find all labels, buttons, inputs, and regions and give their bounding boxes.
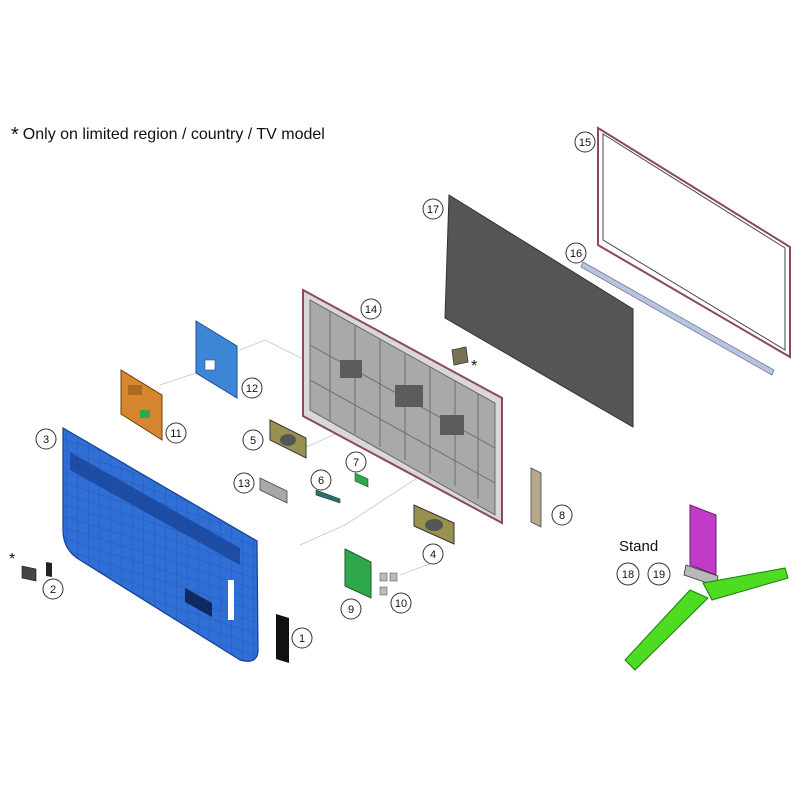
part-15-bezel-frame xyxy=(597,126,791,359)
part-10-connectors xyxy=(379,572,398,596)
part-3-rear-cover xyxy=(62,426,259,662)
part-optional-bracket xyxy=(451,346,469,366)
part-optional-clip xyxy=(21,565,37,582)
note-text: Only on limited region / country / TV mo… xyxy=(22,126,325,143)
callout-5-label: 5 xyxy=(250,435,256,447)
callout-16: 16 xyxy=(565,242,587,264)
callout-19: 19 xyxy=(647,562,671,586)
callout-19-label: 19 xyxy=(653,569,665,581)
callout-6: 6 xyxy=(310,469,332,491)
part-12-blue-board xyxy=(195,320,238,399)
callout-2-label: 2 xyxy=(50,584,56,596)
part-11-main-board xyxy=(120,369,163,441)
callout-17: 17 xyxy=(422,198,444,220)
callout-9-label: 9 xyxy=(348,604,354,616)
callout-4-label: 4 xyxy=(430,549,436,561)
callout-7-label: 7 xyxy=(353,457,359,469)
part-6-button-board xyxy=(315,489,341,504)
callout-12-label: 12 xyxy=(246,383,258,395)
callout-18: 18 xyxy=(616,562,640,586)
callout-10-label: 10 xyxy=(395,598,407,610)
callout-15-label: 15 xyxy=(579,137,591,149)
part-5-speaker-left xyxy=(269,419,307,459)
part-8-side-rail xyxy=(530,467,542,528)
callout-1-label: 1 xyxy=(299,633,305,645)
callout-1: 1 xyxy=(291,627,313,649)
part-13-small-board xyxy=(259,477,288,504)
part-7-green-board xyxy=(354,472,369,488)
callout-10: 10 xyxy=(390,592,412,614)
callout-15: 15 xyxy=(574,131,596,153)
callout-3-label: 3 xyxy=(43,434,49,446)
callout-13: 13 xyxy=(233,472,255,494)
callout-8: 8 xyxy=(551,504,573,526)
callout-6-label: 6 xyxy=(318,475,324,487)
callout-2: 2 xyxy=(42,578,64,600)
part-2-bracket xyxy=(46,562,52,577)
limited-region-note: *Only on limited region / country / TV m… xyxy=(11,124,325,147)
callout-13-label: 13 xyxy=(238,478,250,490)
part-9-power-board xyxy=(344,548,372,599)
callout-4: 4 xyxy=(422,543,444,565)
part-1-remote xyxy=(276,614,289,663)
asterisk-mark-bracket: * xyxy=(471,358,477,375)
callout-9: 9 xyxy=(340,598,362,620)
callout-14: 14 xyxy=(360,298,382,320)
callout-3: 3 xyxy=(35,428,57,450)
callout-11: 11 xyxy=(165,422,187,444)
part-17-lcd-panel xyxy=(444,194,634,428)
part-14-chassis xyxy=(302,288,503,525)
note-asterisk: * xyxy=(11,124,19,146)
callout-18-label: 18 xyxy=(622,569,634,581)
callout-16-label: 16 xyxy=(570,248,582,260)
callout-17-label: 17 xyxy=(427,204,439,216)
callout-7: 7 xyxy=(345,451,367,473)
stand-assembly xyxy=(624,504,789,671)
callout-5: 5 xyxy=(242,429,264,451)
callout-11-label: 11 xyxy=(170,428,181,440)
callout-14-label: 14 xyxy=(365,304,377,316)
stand-label: Stand xyxy=(619,538,659,555)
callouts: 15 17 16 14 12 11 3 5 7 6 13 8 4 18 19 2… xyxy=(35,131,671,649)
part-16-bottom-strip xyxy=(580,261,775,376)
callout-12: 12 xyxy=(241,377,263,399)
callout-8-label: 8 xyxy=(559,510,565,522)
asterisk-mark-clip: * xyxy=(9,551,15,568)
part-4-speaker-right xyxy=(413,504,455,545)
